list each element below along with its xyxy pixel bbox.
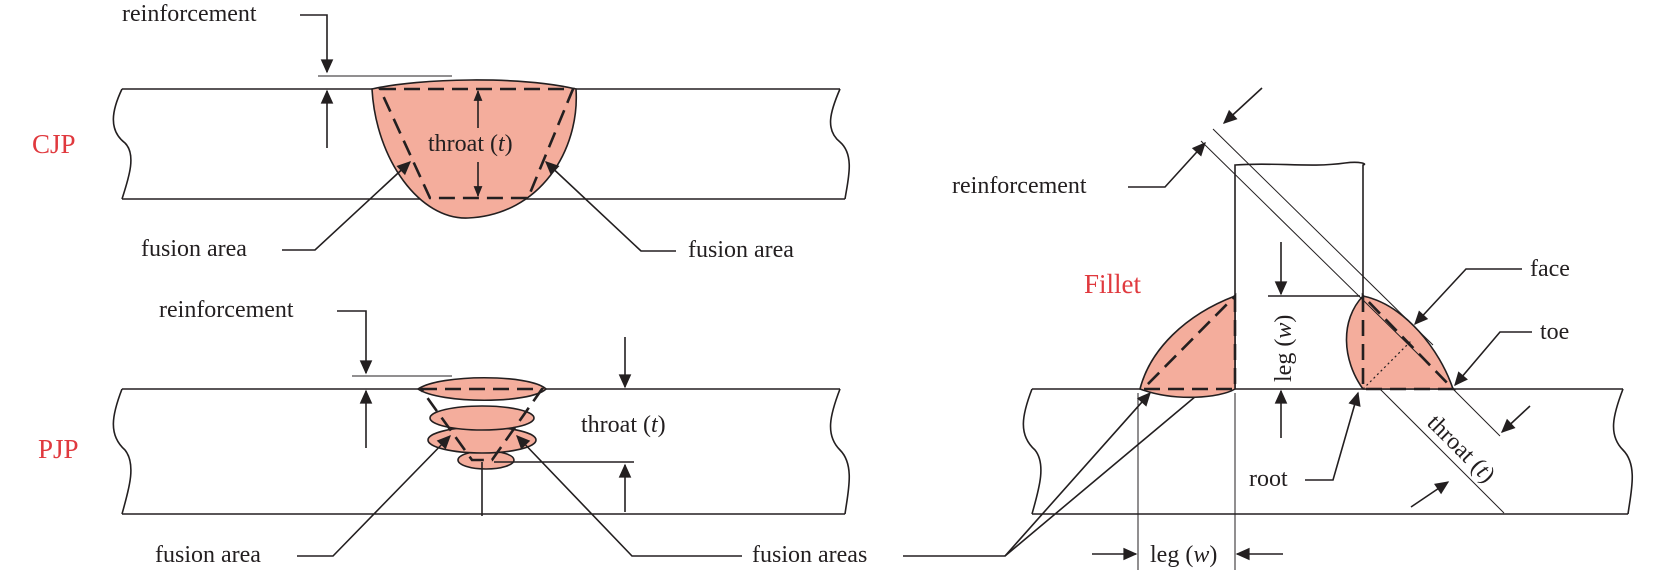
fillet-face-label: face	[1530, 256, 1570, 282]
cjp-fusion-area-right-callout: fusion area	[544, 161, 794, 263]
cjp-fusion-area-left-label: fusion area	[141, 236, 247, 262]
fillet-throat-label: throat (t)	[1422, 410, 1500, 488]
fillet-reinforcement-label: reinforcement	[952, 173, 1087, 199]
fillet-toe-label: toe	[1540, 319, 1569, 345]
pjp-section: PJP throat (t) reinforcement	[38, 297, 1235, 568]
pjp-throat-dimension: throat (t)	[494, 337, 666, 512]
fillet-vertical-plate	[1234, 161, 1366, 389]
cjp-reinforcement-label: reinforcement	[122, 1, 257, 27]
fillet-root-callout: root	[1249, 391, 1361, 492]
fillet-section: Fillet reinforcement	[952, 87, 1634, 570]
pjp-weld	[416, 376, 548, 516]
fillet-weld-right	[1345, 292, 1457, 391]
pjp-fusion-area-label: fusion area	[155, 542, 261, 568]
pjp-fusion-area-callout: fusion area	[155, 434, 451, 568]
cjp-fusion-area-left-callout: fusion area	[141, 161, 412, 262]
fillet-toe-callout: toe	[1454, 319, 1569, 387]
fillet-face-callout: face	[1414, 256, 1570, 326]
pjp-reinforcement-label: reinforcement	[159, 297, 294, 323]
fillet-base-plate	[1022, 388, 1634, 515]
cjp-throat-dimension: throat (t)	[428, 89, 513, 198]
pjp-reinforcement-callout: reinforcement	[159, 297, 452, 448]
fillet-vertical-leg-dimension: leg (w)	[1268, 242, 1360, 438]
pjp-title: PJP	[38, 434, 79, 464]
cjp-reinforcement-callout: reinforcement	[122, 1, 452, 148]
fillet-title: Fillet	[1084, 269, 1142, 299]
cjp-fusion-area-right-label: fusion area	[688, 237, 794, 263]
cjp-section: CJP throat (t) reinforcement fusion area	[32, 1, 851, 263]
cjp-throat-label: throat (t)	[428, 131, 513, 157]
fillet-horizontal-leg-label: leg (w)	[1150, 542, 1217, 568]
fillet-weld-left	[1139, 292, 1237, 399]
fusion-areas-callout: fusion areas	[516, 364, 1235, 568]
fillet-vertical-leg-label: leg (w)	[1271, 315, 1297, 382]
fillet-root-label: root	[1249, 466, 1288, 492]
pjp-throat-label: throat (t)	[581, 412, 666, 438]
fillet-reinforcement-callout: reinforcement	[952, 87, 1434, 358]
fillet-horizontal-leg-dimension: leg (w)	[1092, 393, 1283, 570]
fillet-throat-dimension: throat (t)	[1379, 388, 1531, 514]
cjp-title: CJP	[32, 129, 76, 159]
fusion-areas-label: fusion areas	[752, 542, 867, 568]
